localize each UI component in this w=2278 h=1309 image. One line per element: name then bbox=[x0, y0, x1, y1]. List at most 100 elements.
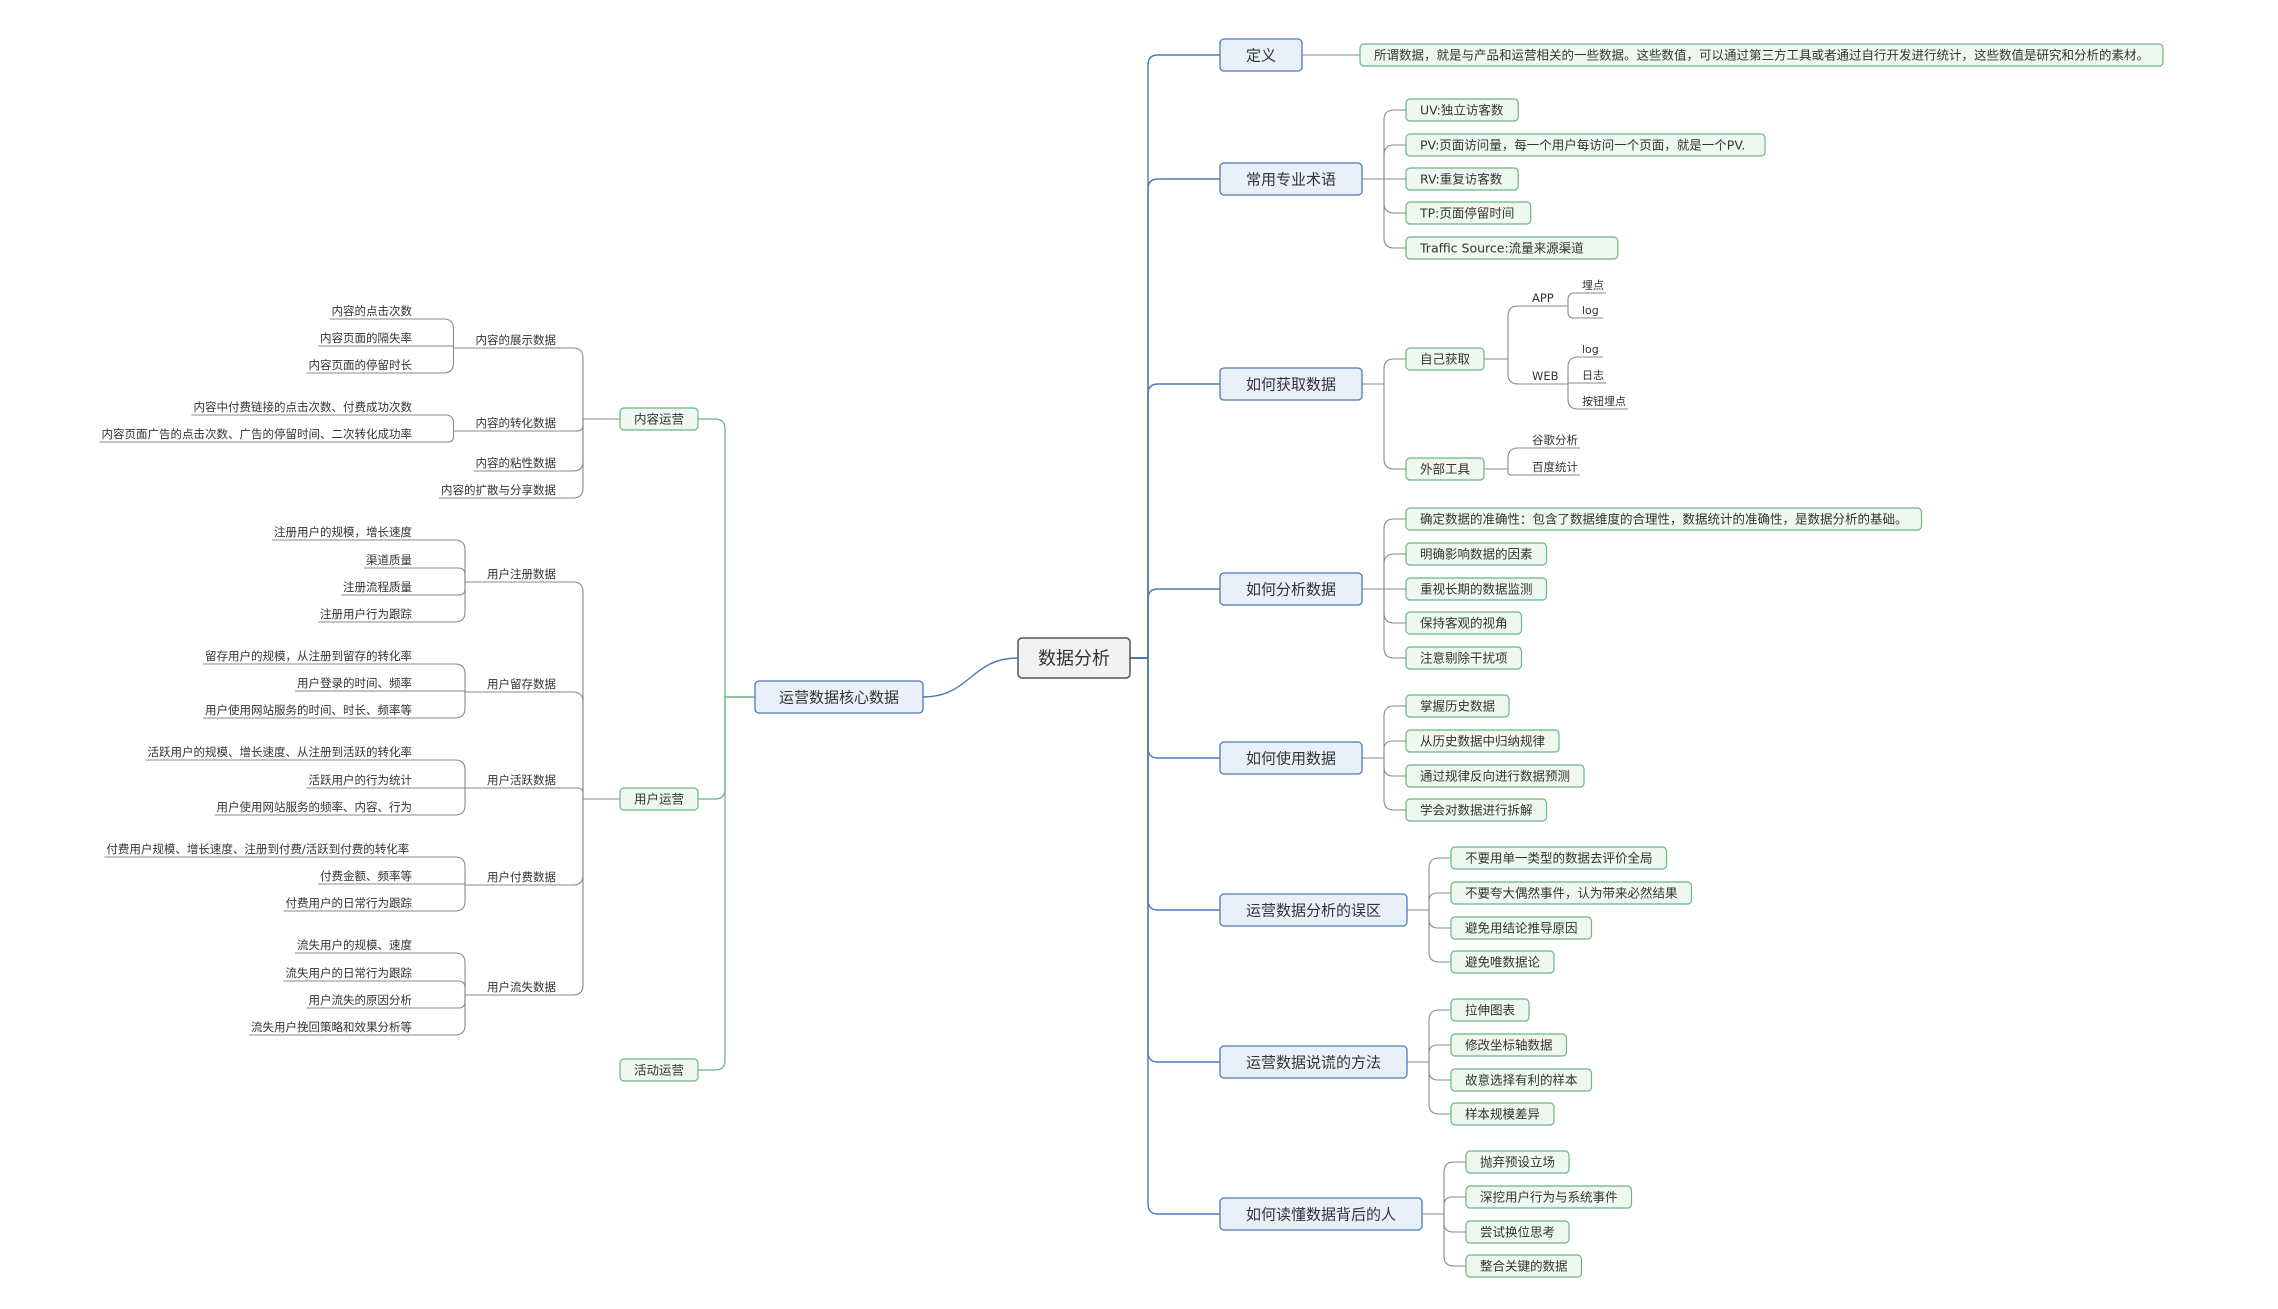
left-cat-0-sub-0-leaf-0[interactable]: 内容的点击次数 bbox=[332, 304, 413, 318]
left-cat-1-sub-0[interactable]: 用户注册数据 bbox=[487, 567, 556, 581]
branch-4-item-0[interactable]: 掌握历史数据 bbox=[1420, 699, 1495, 714]
branch-3-item-0-box bbox=[1405, 507, 1923, 531]
branch-0-item-0[interactable]: 所谓数据，就是与产品和运营相关的一些数据。这些数值，可以通过第三方工具或者通过自… bbox=[1374, 48, 2149, 63]
branch-6-item-2[interactable]: 故意选择有利的样本 bbox=[1465, 1073, 1578, 1088]
branch-5[interactable]: 运营数据分析的误区 bbox=[1246, 901, 1381, 919]
connector-line bbox=[1130, 54, 1220, 659]
branch-4[interactable]: 如何使用数据 bbox=[1246, 749, 1336, 767]
left-cat-0-sub-0-leaf-1[interactable]: 内容页面的隔失率 bbox=[320, 331, 412, 345]
left-cat-0-sub-0-leaf-2[interactable]: 内容页面的停留时长 bbox=[309, 358, 413, 372]
branch-3-item-4[interactable]: 注意剔除干扰项 bbox=[1420, 651, 1508, 666]
left-cat-1-sub-4-leaf-1[interactable]: 流失用户的日常行为跟踪 bbox=[286, 966, 413, 980]
branch-3[interactable]: 如何分析数据 bbox=[1246, 580, 1336, 598]
branch-1-item-3[interactable]: TP:页面停留时间 bbox=[1419, 206, 1514, 221]
branch-3-item-2[interactable]: 重视长期的数据监测 bbox=[1420, 582, 1533, 597]
branch-6[interactable]: 运营数据说谎的方法 bbox=[1246, 1053, 1381, 1071]
left-cat-1-sub-1-leaf-1[interactable]: 用户登录的时间、频率 bbox=[297, 676, 412, 690]
branch-4-item-3[interactable]: 学会对数据进行拆解 bbox=[1420, 803, 1533, 818]
left-cat-1[interactable]: 用户运营 bbox=[634, 792, 684, 807]
connector-line bbox=[1422, 1213, 1466, 1267]
branch-2-item-0-sub-0[interactable]: APP bbox=[1532, 291, 1554, 305]
branch-5-item-0[interactable]: 不要用单一类型的数据去评价全局 bbox=[1465, 851, 1653, 866]
branch-1[interactable]: 常用专业术语 bbox=[1246, 170, 1336, 188]
left-cat-0-sub-1[interactable]: 内容的转化数据 bbox=[476, 416, 557, 430]
left-cat-1-sub-3-leaf-2[interactable]: 付费用户的日常行为跟踪 bbox=[286, 896, 413, 910]
branch-5-item-2[interactable]: 避免用结论推导原因 bbox=[1465, 921, 1578, 936]
branch-2-item-1[interactable]: 外部工具 bbox=[1420, 462, 1471, 477]
branch-2-item-0[interactable]: 自己获取 bbox=[1420, 352, 1471, 367]
branch-1-item-3-box bbox=[1405, 201, 1532, 225]
left-cat-1-sub-1-leaf-0[interactable]: 留存用户的规模，从注册到留存的转化率 bbox=[205, 649, 412, 663]
left-cat-1-sub-2[interactable]: 用户活跃数据 bbox=[487, 773, 556, 787]
branch-4-item-0-box bbox=[1405, 694, 1510, 718]
branch-7-item-2[interactable]: 尝试换位思考 bbox=[1480, 1225, 1555, 1240]
connector-line bbox=[414, 539, 485, 583]
branch-0[interactable]: 定义 bbox=[1246, 46, 1276, 64]
branch-6-item-1-box bbox=[1450, 1033, 1568, 1057]
left-cat-1-sub-3[interactable]: 用户付费数据 bbox=[487, 870, 556, 884]
left-cat-0-sub-1-leaf-1[interactable]: 内容页面广告的点击次数、广告的停留时间、二次转化成功率 bbox=[102, 427, 413, 441]
branch-6-item-3[interactable]: 样本规模差异 bbox=[1465, 1107, 1540, 1122]
branch-2-item-0-sub-0-leaf-1[interactable]: log bbox=[1582, 304, 1599, 317]
branch-2[interactable]: 如何获取数据 bbox=[1246, 375, 1336, 393]
branch-5-item-1[interactable]: 不要夸大偶然事件，认为带来必然结果 bbox=[1465, 886, 1678, 901]
left-cat-0-sub-3[interactable]: 内容的扩散与分享数据 bbox=[441, 483, 556, 497]
mind-map-nodes: 数据分析 定义 所谓数据，就是与产品和运营相关的一些数据。这些数值，可以通过第三方工… bbox=[99, 38, 2164, 1278]
branch-3-item-3[interactable]: 保持客观的视角 bbox=[1420, 616, 1508, 631]
branch-1-item-0[interactable]: UV:独立访客数 bbox=[1420, 103, 1504, 118]
left-cat-0-sub-2[interactable]: 内容的粘性数据 bbox=[476, 456, 557, 470]
connector-line bbox=[1130, 657, 1220, 1215]
left-cat-0[interactable]: 内容运营 bbox=[634, 412, 684, 427]
left-cat-1-sub-0-leaf-0[interactable]: 注册用户的规模，增长速度 bbox=[274, 525, 412, 539]
left-cat-1-sub-0-leaf-3[interactable]: 注册用户行为跟踪 bbox=[320, 607, 412, 621]
branch-1-item-2[interactable]: RV:重复访客数 bbox=[1420, 172, 1503, 187]
branch-1-item-4[interactable]: Traffic Source:流量来源渠道 bbox=[1419, 241, 1584, 256]
branch-4-item-1[interactable]: 从历史数据中归纳规律 bbox=[1420, 734, 1545, 749]
left-cat-1-sub-4[interactable]: 用户流失数据 bbox=[487, 980, 556, 994]
branch-6-item-1[interactable]: 修改坐标轴数据 bbox=[1465, 1038, 1553, 1053]
left-cat-1-sub-2-leaf-2[interactable]: 用户使用网站服务的频率、内容、行为 bbox=[217, 800, 413, 814]
branch-2-item-1-sub-1[interactable]: 百度统计 bbox=[1532, 460, 1578, 474]
branch-2-item-0-sub-1-leaf-2[interactable]: 按钮埋点 bbox=[1582, 394, 1626, 408]
connector-line bbox=[1407, 1044, 1451, 1063]
root-node[interactable]: 数据分析 bbox=[1038, 648, 1110, 669]
branch-2-item-0-sub-1-leaf-0[interactable]: log bbox=[1582, 343, 1599, 356]
branch-1-item-1[interactable]: PV:页面访问量，每一个用户每访问一个页面，就是一个PV. bbox=[1420, 138, 1745, 153]
left-cat-2-box bbox=[619, 1058, 699, 1082]
branch-2-item-0-sub-1-leaf-1[interactable]: 日志 bbox=[1582, 369, 1604, 382]
branch-7-item-1[interactable]: 深挖用户行为与系统事件 bbox=[1480, 1190, 1618, 1205]
branch-3-item-1[interactable]: 明确影响数据的因素 bbox=[1420, 547, 1533, 562]
left-cat-1-sub-2-leaf-1[interactable]: 活跃用户的行为统计 bbox=[309, 773, 413, 787]
branch-5-item-3[interactable]: 避免唯数据论 bbox=[1465, 955, 1541, 970]
branch-2-item-0-sub-1[interactable]: WEB bbox=[1532, 369, 1559, 383]
left-cat-0-sub-0[interactable]: 内容的展示数据 bbox=[476, 333, 557, 347]
left-cat-1-sub-2-leaf-0[interactable]: 活跃用户的规模、增长速度、从注册到活跃的转化率 bbox=[148, 745, 413, 759]
left-cat-0-sub-1-leaf-0[interactable]: 内容中付费链接的点击次数、付费成功次数 bbox=[194, 400, 413, 414]
left-cat-1-sub-4-leaf-3[interactable]: 流失用户挽回策略和效果分析等 bbox=[251, 1020, 412, 1034]
left-cat-1-sub-4-leaf-0[interactable]: 流失用户的规模、速度 bbox=[297, 938, 412, 952]
left-branch[interactable]: 运营数据核心数据 bbox=[779, 688, 899, 706]
connector-line bbox=[698, 696, 755, 800]
left-cat-1-sub-3-leaf-0[interactable]: 付费用户规模、增长速度、注册到付费/活跃到付费的转化率 bbox=[106, 842, 409, 856]
branch-3-item-0[interactable]: 确定数据的准确性：包含了数据维度的合理性，数据统计的准确性，是数据分析的基础。 bbox=[1420, 512, 1908, 527]
branch-2-item-0-sub-0-leaf-0[interactable]: 埋点 bbox=[1582, 279, 1604, 292]
left-cat-1-sub-1-leaf-2[interactable]: 用户使用网站服务的时间、时长、频率等 bbox=[205, 703, 412, 717]
branch-5-item-0-box bbox=[1450, 846, 1668, 870]
connector-line bbox=[1130, 657, 1220, 759]
left-cat-1-sub-4-leaf-2[interactable]: 用户流失的原因分析 bbox=[309, 993, 413, 1007]
connector-line bbox=[1362, 553, 1406, 590]
branch-2-item-1-sub-0[interactable]: 谷歌分析 bbox=[1532, 433, 1578, 447]
left-cat-2[interactable]: 活动运营 bbox=[634, 1063, 684, 1078]
left-cat-1-sub-3-leaf-1[interactable]: 付费金额、频率等 bbox=[320, 869, 412, 883]
left-cat-1-sub-0-leaf-1[interactable]: 渠道质量 bbox=[366, 553, 412, 567]
left-cat-1-sub-1[interactable]: 用户留存数据 bbox=[487, 677, 556, 691]
branch-4-item-2[interactable]: 通过规律反向进行数据预测 bbox=[1420, 769, 1570, 784]
branch-7-item-3[interactable]: 整合关键的数据 bbox=[1480, 1259, 1568, 1274]
branch-7-item-0[interactable]: 抛弃预设立场 bbox=[1480, 1155, 1555, 1170]
branch-6-item-0[interactable]: 拉伸图表 bbox=[1465, 1003, 1516, 1018]
branch-5-item-3-box bbox=[1450, 950, 1555, 974]
branch-7[interactable]: 如何读懂数据背后的人 bbox=[1246, 1205, 1396, 1223]
branch-5-item-2-box bbox=[1450, 916, 1593, 940]
branch-6-item-0-box bbox=[1450, 998, 1530, 1022]
left-cat-1-sub-0-leaf-2[interactable]: 注册流程质量 bbox=[343, 580, 412, 594]
